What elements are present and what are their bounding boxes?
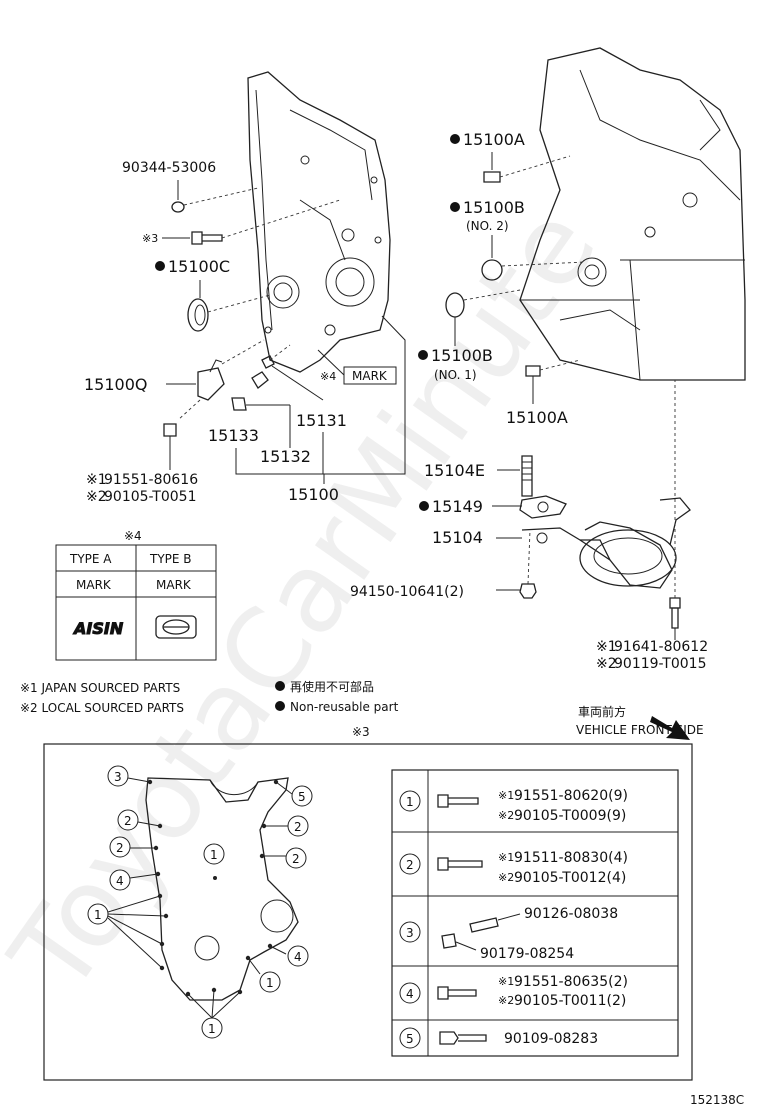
detail-leaders xyxy=(107,777,293,1019)
type-a-header: TYPE A xyxy=(69,552,112,566)
type-b-header: TYPE B xyxy=(149,552,192,566)
svg-text:5: 5 xyxy=(406,1032,414,1046)
legend-local: ※2 LOCAL SOURCED PARTS xyxy=(20,701,184,715)
label-94150: 94150-10641(2) xyxy=(350,584,464,600)
label-15100B-bot: 15100B xyxy=(431,346,493,365)
svg-text:1: 1 xyxy=(94,908,102,922)
detail-cover-outline xyxy=(145,777,299,1001)
label-90344-53006: 90344-53006 xyxy=(122,160,216,176)
type-b-symbol xyxy=(155,615,197,639)
label-15100: 15100 xyxy=(288,485,339,504)
label-15100A-top: 15100A xyxy=(463,130,525,149)
svg-text:4: 4 xyxy=(294,950,302,964)
label-15100Q: 15100Q xyxy=(84,375,148,394)
non-reusable-dot-15149 xyxy=(419,501,429,511)
fastener-row-3: 3 90126-08038 90179-08254 xyxy=(399,906,618,962)
legend-dot-en xyxy=(275,701,285,711)
svg-text:91551-80620(9): 91551-80620(9) xyxy=(514,788,628,804)
type-table-title: ※4 xyxy=(124,529,142,543)
aisin-logo: AISIN xyxy=(72,619,124,638)
front-label-jp: 車両前方 xyxy=(578,704,626,719)
detail-box xyxy=(43,743,693,1081)
label-15100A-bot: 15100A xyxy=(506,408,568,427)
label-15104E: 15104E xyxy=(424,461,485,480)
label-note4-mark: ※4 xyxy=(320,370,336,383)
svg-text:1: 1 xyxy=(208,1022,216,1036)
non-reusable-dot-15100B-no1 xyxy=(418,350,428,360)
non-reusable-dot-15100C xyxy=(155,261,165,271)
svg-text:3: 3 xyxy=(114,770,122,784)
label-bolt-a2-mark: ※2 xyxy=(86,489,107,505)
svg-text:1: 1 xyxy=(266,976,274,990)
svg-text:2: 2 xyxy=(406,858,414,872)
svg-text:2: 2 xyxy=(124,814,132,828)
svg-text:※2: ※2 xyxy=(498,994,514,1007)
label-bolt-b2: 90119-T0015 xyxy=(614,656,706,672)
svg-text:90109-08283: 90109-08283 xyxy=(504,1031,598,1047)
label-15100B-top: 15100B xyxy=(463,198,525,217)
svg-text:4: 4 xyxy=(406,987,414,1001)
type-a-mark: MARK xyxy=(76,578,112,592)
label-15131: 15131 xyxy=(296,411,347,430)
detail-callouts: 3 2 2 4 1 1 1 1 4 2 2 5 xyxy=(87,765,313,1039)
svg-text:5: 5 xyxy=(298,790,306,804)
detail-title: ※3 xyxy=(352,725,370,739)
watermark: ToyotaCarMinute xyxy=(0,185,621,1016)
front-label-en: VEHICLE FRONT SIDE xyxy=(576,723,704,737)
label-bolt-b1-mark: ※1 xyxy=(596,639,617,655)
svg-text:91511-80830(4): 91511-80830(4) xyxy=(514,850,628,866)
svg-text:※1: ※1 xyxy=(498,851,514,864)
fastener-row-2: 2 ※1 91511-80830(4) ※2 90105-T0012(4) xyxy=(399,850,628,886)
label-note3: ※3 xyxy=(142,232,158,245)
fastener-row-1: 1 ※1 91551-80620(9) ※2 90105-T0009(9) xyxy=(399,788,628,824)
label-bolt-a2: 90105-T0051 xyxy=(104,489,196,505)
svg-text:90105-T0009(9): 90105-T0009(9) xyxy=(514,808,626,824)
label-no1: (NO. 1) xyxy=(434,368,477,382)
label-bolt-a1-mark: ※1 xyxy=(86,472,107,488)
non-reusable-dot-15100B-no2 xyxy=(450,202,460,212)
label-15104: 15104 xyxy=(432,528,483,547)
svg-text:※1: ※1 xyxy=(498,975,514,988)
legend-dot-jp xyxy=(275,681,285,691)
non-reusable-dot-15100A xyxy=(450,134,460,144)
svg-text:1: 1 xyxy=(210,848,218,862)
svg-text:91551-80635(2): 91551-80635(2) xyxy=(514,974,628,990)
engine-block-illustration xyxy=(519,47,746,381)
svg-text:2: 2 xyxy=(294,820,302,834)
svg-text:※2: ※2 xyxy=(498,809,514,822)
legend-nonreuse-en: Non-reusable part xyxy=(290,700,399,714)
legend-japan: ※1 JAPAN SOURCED PARTS xyxy=(20,681,180,695)
label-bolt-b1: 91641-80612 xyxy=(614,639,708,655)
svg-text:4: 4 xyxy=(116,874,124,888)
label-15133: 15133 xyxy=(208,426,259,445)
svg-text:3: 3 xyxy=(406,926,414,940)
svg-text:90105-T0012(4): 90105-T0012(4) xyxy=(514,870,626,886)
legend-nonreuse-jp: 再使用不可部品 xyxy=(290,679,374,694)
label-15132: 15132 xyxy=(260,447,311,466)
mark-label: MARK xyxy=(352,369,388,383)
svg-text:90179-08254: 90179-08254 xyxy=(480,946,574,962)
svg-text:90126-08038: 90126-08038 xyxy=(524,906,618,922)
svg-text:1: 1 xyxy=(406,795,414,809)
fastener-row-5: 5 90109-08283 xyxy=(399,1027,598,1049)
timing-cover-illustration xyxy=(247,71,391,373)
label-15100C: 15100C xyxy=(168,257,230,276)
svg-text:※1: ※1 xyxy=(498,789,514,802)
svg-text:2: 2 xyxy=(116,841,124,855)
label-bolt-a1: 91551-80616 xyxy=(104,472,198,488)
mark-label-box xyxy=(343,366,397,385)
fastener-row-4: 4 ※1 91551-80635(2) ※2 90105-T0011(2) xyxy=(399,974,628,1009)
label-bolt-b2-mark: ※2 xyxy=(596,656,617,672)
svg-text:2: 2 xyxy=(292,852,300,866)
svg-text:90105-T0011(2): 90105-T0011(2) xyxy=(514,993,626,1009)
type-b-mark: MARK xyxy=(156,578,192,592)
label-no2: (NO. 2) xyxy=(466,219,509,233)
diagram-id: 152138C xyxy=(690,1093,744,1107)
svg-text:※2: ※2 xyxy=(498,871,514,884)
fastener-table xyxy=(391,769,679,1057)
label-15149: 15149 xyxy=(432,497,483,516)
type-table xyxy=(55,544,217,661)
vehicle-front-arrow-icon xyxy=(650,716,690,740)
